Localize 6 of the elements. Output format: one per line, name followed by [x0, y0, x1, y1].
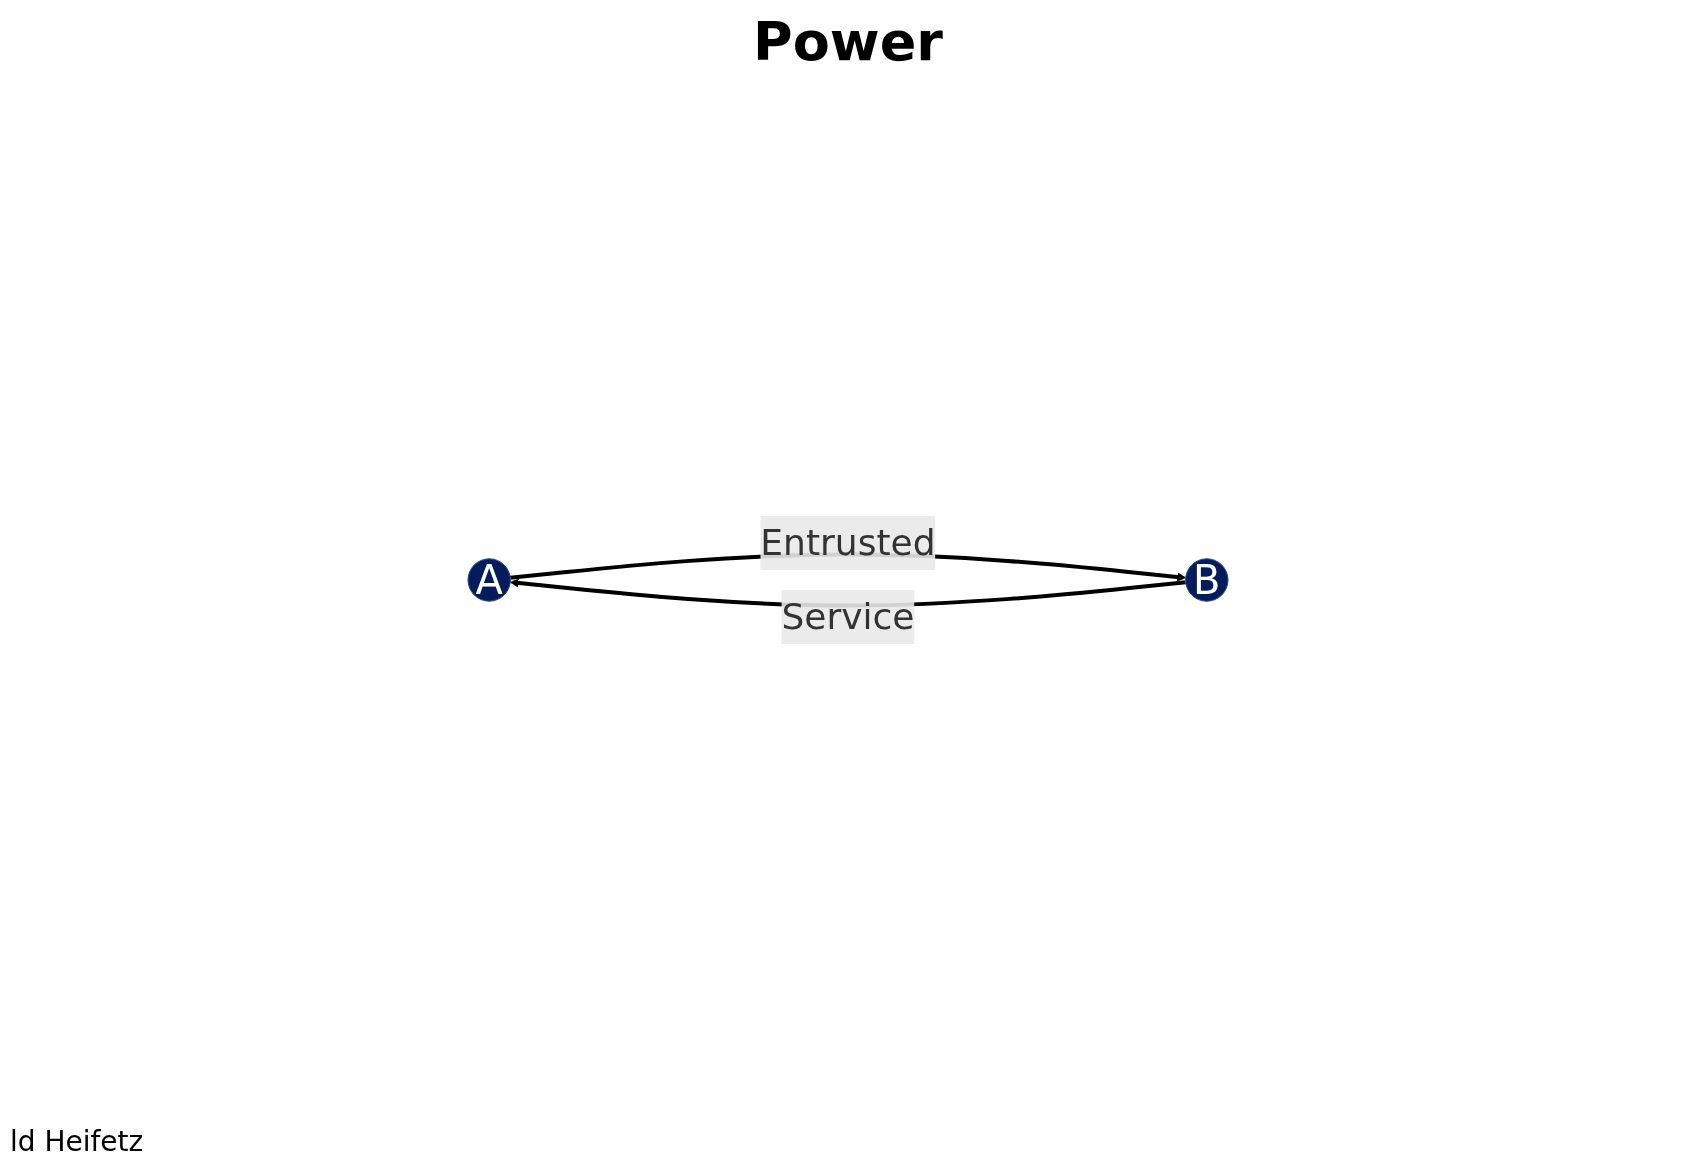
credit-text: ld Heifetz — [10, 1125, 144, 1158]
edge-label: Entrusted — [760, 522, 936, 563]
edge-label: Service — [781, 596, 915, 637]
node-circle: A — [467, 558, 511, 602]
diagram-title: Power — [752, 10, 944, 73]
node-circle: B — [1185, 558, 1229, 602]
